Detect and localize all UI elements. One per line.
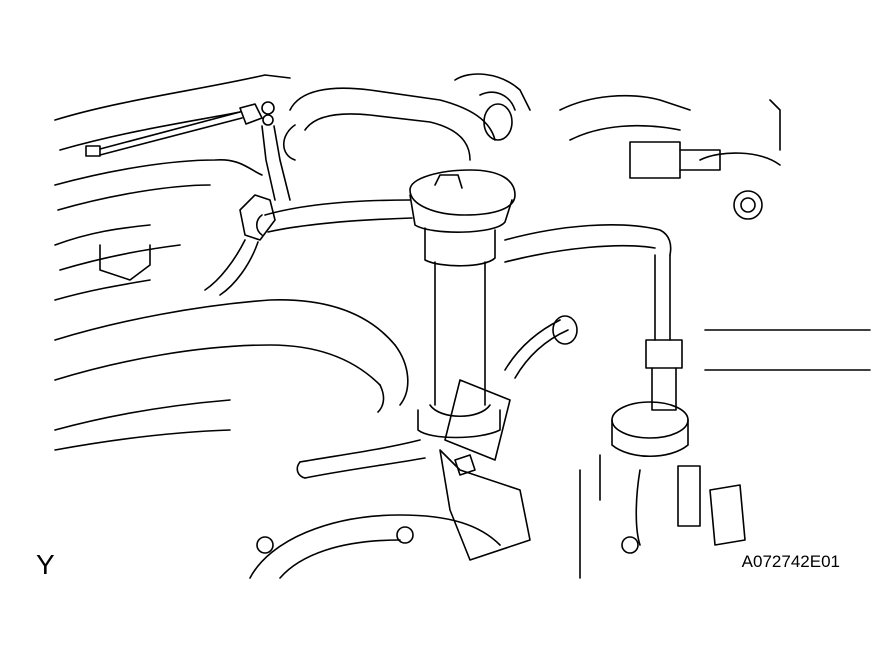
left-hose	[204, 194, 413, 296]
rod-bracket	[85, 101, 291, 201]
figure-code-label: A072742E01	[741, 552, 840, 571]
upper-left-manifold	[54, 74, 291, 301]
view-letter-label: Y	[36, 549, 55, 580]
bottom-flange	[249, 514, 501, 579]
upper-right-connector	[559, 94, 781, 220]
right-hose	[504, 224, 683, 411]
central-coil	[409, 169, 516, 439]
lower-left-hose	[54, 299, 409, 451]
upper-hose	[282, 73, 531, 161]
wire-harness	[296, 315, 578, 561]
lower-right-components	[579, 329, 871, 579]
